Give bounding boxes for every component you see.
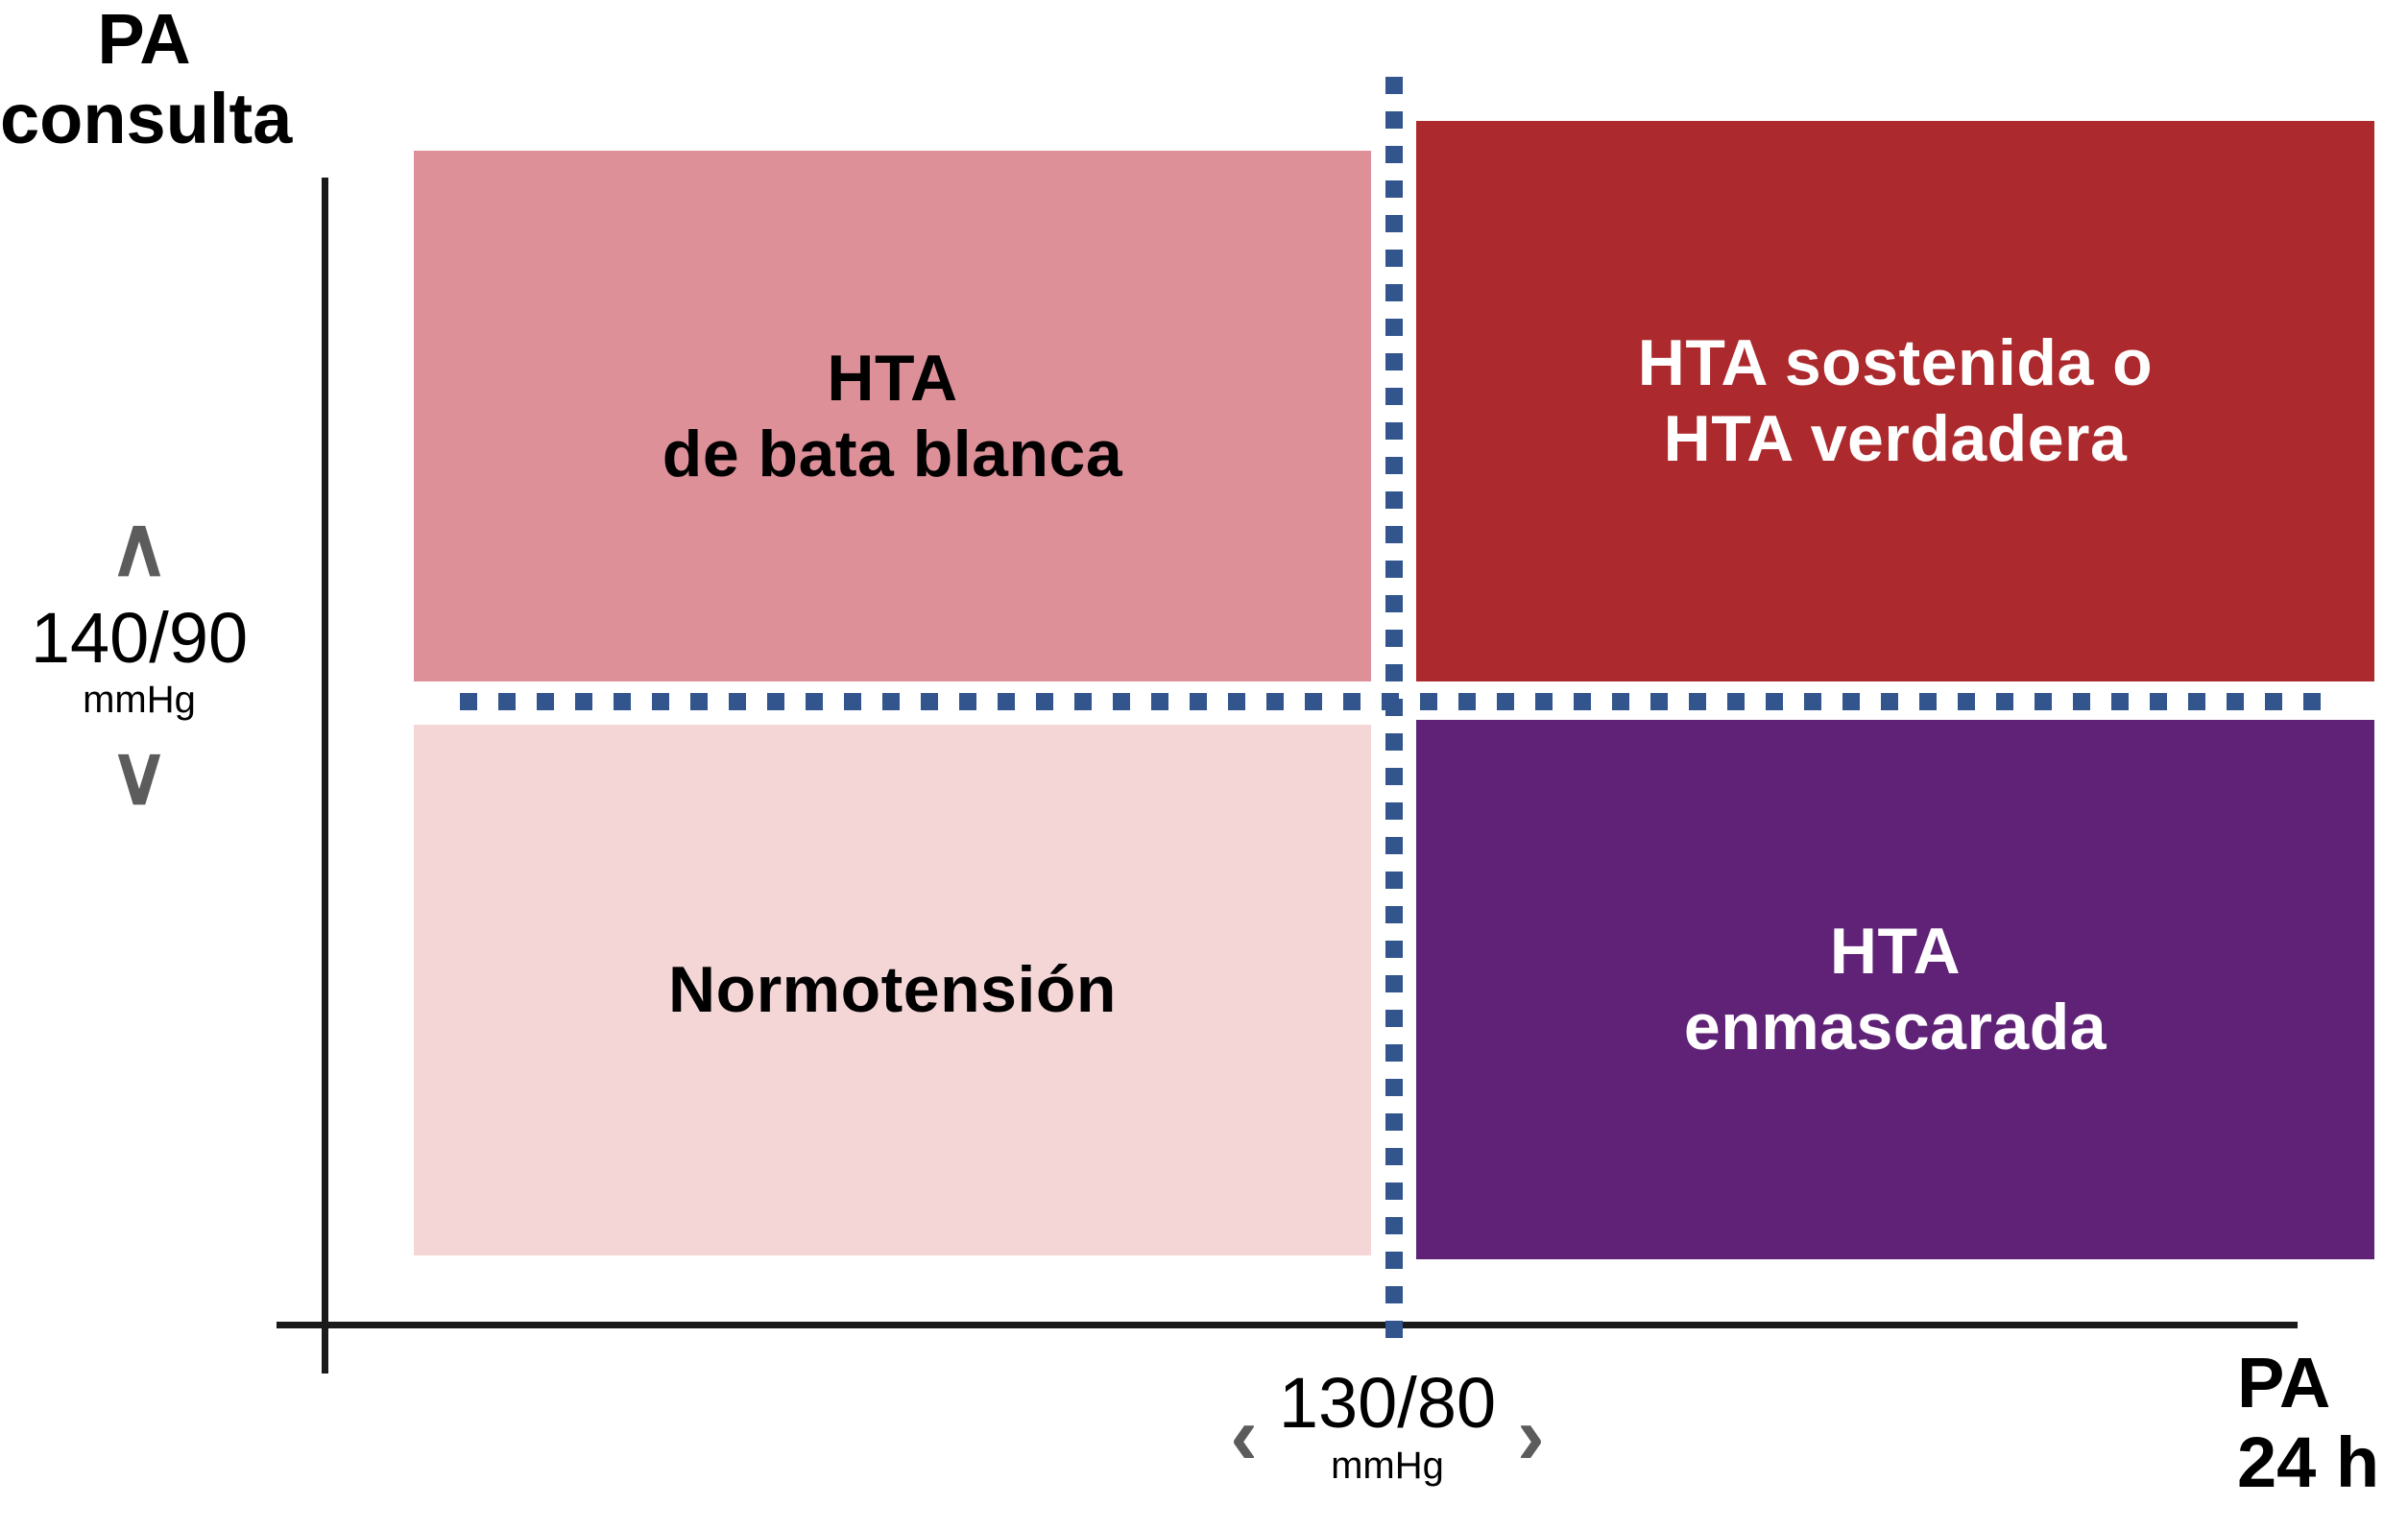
quadrant-label-white-coat: HTA de bata blanca xyxy=(662,341,1123,490)
quadrant-white-coat-hypertension[interactable]: HTA de bata blanca xyxy=(414,151,1371,681)
horizontal-threshold-divider xyxy=(460,693,2335,710)
y-threshold-unit: mmHg xyxy=(83,678,196,721)
chevron-right-icon: › xyxy=(1517,1390,1545,1482)
y-axis-title: PA consulta xyxy=(0,0,293,158)
x-axis-threshold-group: ‹ 130/80 mmHg › xyxy=(1138,1368,1637,1493)
x-threshold-stack: 130/80 mmHg xyxy=(1279,1368,1496,1493)
x-threshold-value: 130/80 xyxy=(1278,1363,1497,1443)
chevron-left-icon: ‹ xyxy=(1230,1390,1258,1482)
y-axis-line xyxy=(322,178,328,1374)
chevron-down-icon: ∨ xyxy=(108,729,170,822)
quadrant-label-normotension: Normotensión xyxy=(668,953,1117,1027)
quadrant-normotension[interactable]: Normotensión xyxy=(414,725,1371,1255)
chevron-up-icon: ∧ xyxy=(108,501,170,593)
x-axis-line xyxy=(277,1322,2298,1328)
y-threshold-value: 140/90 xyxy=(30,597,249,678)
y-axis-threshold-group: ∧ 140/90 mmHg ∨ xyxy=(0,501,278,822)
quadrant-label-masked: HTA enmascarada xyxy=(1683,915,2107,1063)
x-threshold-unit: mmHg xyxy=(1331,1445,1444,1487)
quadrant-sustained-hypertension[interactable]: HTA sostenida o HTA verdadera xyxy=(1416,121,2374,681)
quadrant-masked-hypertension[interactable]: HTA enmascarada xyxy=(1416,720,2374,1259)
x-axis-title: PA 24 h xyxy=(2237,1343,2380,1502)
quadrant-label-sustained: HTA sostenida o HTA verdadera xyxy=(1637,326,2154,475)
